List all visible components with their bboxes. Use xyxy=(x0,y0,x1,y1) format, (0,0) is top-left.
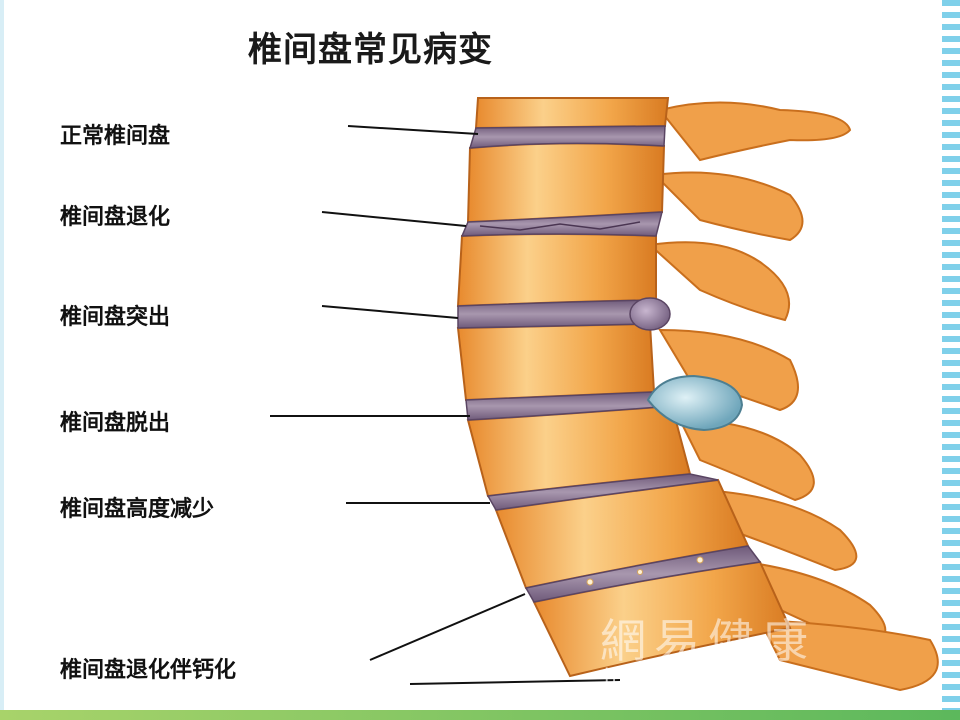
disc-protrusion xyxy=(457,299,657,329)
slide-left-border xyxy=(0,0,4,720)
posterior-processes xyxy=(647,101,939,692)
label-disc-calcification: 椎间盘退化伴钙化 xyxy=(60,658,237,683)
label-disc-degeneration: 椎间盘退化 xyxy=(60,205,171,230)
leader-lines xyxy=(270,125,621,685)
herniation-bulge xyxy=(646,374,744,432)
label-normal-disc: 正常椎间盘 xyxy=(60,124,171,149)
protrusion-bulge xyxy=(629,297,671,331)
slide-bottom-border xyxy=(0,710,960,720)
disc-height-loss xyxy=(486,473,719,511)
label-disc-herniation: 椎间盘脱出 xyxy=(60,411,171,436)
calcification-spots xyxy=(586,556,704,586)
intervertebral-discs xyxy=(457,125,762,603)
watermark-logo: 網易健康 xyxy=(600,614,816,668)
disc-normal xyxy=(468,125,666,149)
slide-title: 椎间盘常见病变 xyxy=(248,30,493,70)
slide-right-border xyxy=(942,0,960,720)
label-disc-height-loss: 椎间盘高度减少 xyxy=(60,497,215,522)
watermark-url: health.163.com xyxy=(604,664,803,688)
label-disc-protrusion: 椎间盘突出 xyxy=(60,305,171,330)
disc-cracks xyxy=(479,221,641,231)
